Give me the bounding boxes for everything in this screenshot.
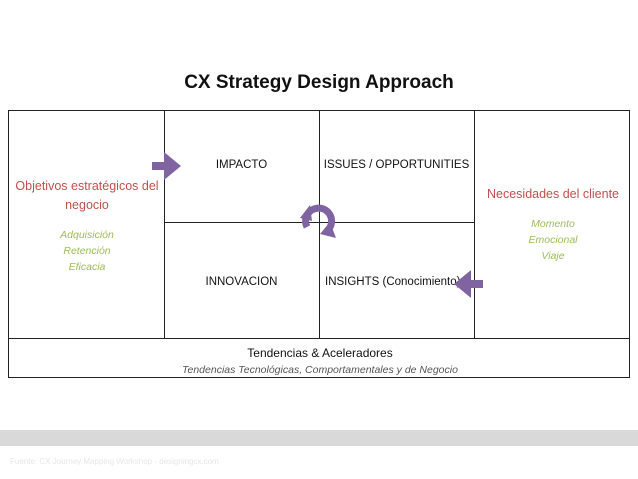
objective-item: Retención: [63, 245, 111, 257]
source-note: Fuente: CX Journey Mapping Workshop - de…: [10, 457, 219, 466]
need-item: Momento: [531, 218, 575, 230]
page-title: CX Strategy Design Approach: [184, 72, 454, 93]
strategy-grid: Objetivos estratégicos del negocio Adqui…: [8, 110, 630, 378]
cycle-icon: [300, 204, 336, 238]
quadrant-insights: INSIGHTS (Conocimiento): [325, 276, 461, 288]
trends-title: Tendencias & Aceleradores: [247, 346, 393, 360]
divider-v3: [474, 111, 475, 338]
arrow-right-icon: [152, 152, 181, 180]
objective-item: Eficacia: [68, 261, 106, 273]
customer-needs: Necesidades del cliente Momento Emociona…: [475, 185, 631, 264]
divider-v1: [164, 111, 165, 338]
need-item: Emocional: [528, 234, 578, 246]
trends-subtitle: Tendencias Tecnológicas, Comportamentale…: [182, 364, 458, 376]
business-objectives-list: Adquisición Retención Eficacia: [9, 227, 165, 275]
objective-item: Adquisición: [60, 229, 114, 241]
footer-band: [0, 430, 638, 446]
arrow-left-icon: [454, 270, 483, 298]
divider-h-mid: [164, 222, 474, 223]
divider-v2: [319, 111, 320, 338]
customer-needs-list: Momento Emocional Viaje: [475, 216, 631, 264]
business-objectives: Objetivos estratégicos del negocio Adqui…: [9, 177, 165, 275]
customer-needs-title: Necesidades del cliente: [486, 187, 620, 201]
divider-h-bottom: [9, 338, 629, 339]
quadrant-issues-opportunities: ISSUES / OPPORTUNITIES: [323, 159, 470, 171]
quadrant-impacto: IMPACTO: [215, 159, 268, 171]
need-item: Viaje: [541, 250, 565, 262]
quadrant-innovacion: INNOVACION: [205, 276, 278, 288]
business-objectives-title: Objetivos estratégicos del negocio: [15, 179, 159, 212]
